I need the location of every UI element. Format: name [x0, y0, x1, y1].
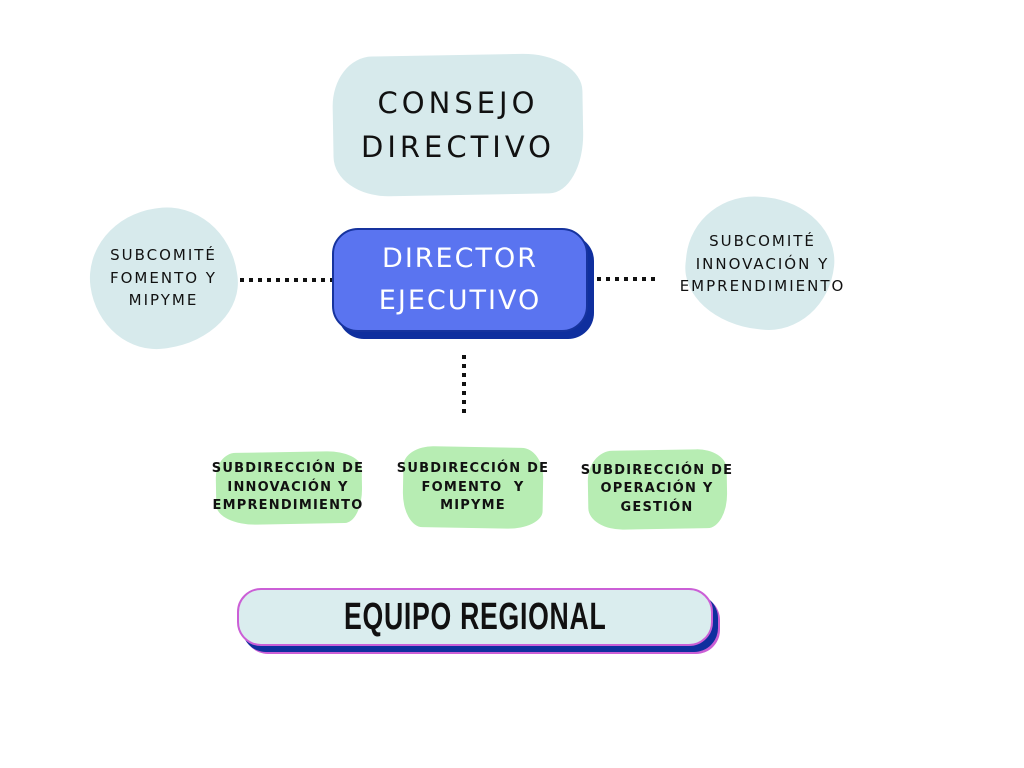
subdireccion-operacion-label-line2: OPERACIÓN Y: [600, 481, 714, 497]
node-subdireccion-operacion-gestion: SUBDIRECCIÓN DE OPERACIÓN Y GESTIÓN: [580, 448, 734, 531]
equipo-regional-label: EQUIPO REGIONAL: [343, 595, 607, 638]
connector-director-to-subcomite-fomento: [240, 278, 332, 282]
subdireccion-fomento-label-line2: FOMENTO Y: [421, 479, 525, 495]
consejo-directivo-label-line2: DIRECTIVO: [360, 130, 556, 164]
subcomite-innovacion-label-line3: EMPRENDIMIENTO: [679, 277, 846, 296]
node-subdireccion-fomento-mipyme: SUBDIRECCIÓN DE FOMENTO Y MIPYME: [396, 445, 550, 530]
subdireccion-operacion-label-line3: GESTIÓN: [620, 499, 694, 515]
subdireccion-fomento-label-line1: SUBDIRECCIÓN DE: [396, 461, 550, 477]
node-consejo-directivo: CONSEJO DIRECTIVO: [331, 52, 585, 198]
node-equipo-regional: EQUIPO REGIONAL: [237, 588, 713, 646]
subdireccion-innovacion-label-line2: INNOVACIÓN Y: [227, 479, 349, 495]
subdireccion-operacion-label-line1: SUBDIRECCIÓN DE: [580, 462, 734, 478]
subdireccion-innovacion-label-line1: SUBDIRECCIÓN DE: [211, 461, 365, 477]
director-ejecutivo-label-line1: DIRECTOR: [382, 243, 538, 274]
subcomite-innovacion-label-line1: SUBCOMITÉ: [709, 232, 816, 251]
node-subcomite-fomento-mipyme: SUBCOMITÉ FOMENTO Y MIPYME: [80, 198, 247, 358]
consejo-directivo-label-line1: CONSEJO: [377, 86, 539, 120]
subcomite-innovacion-label-line2: INNOVACIÓN Y: [695, 254, 830, 273]
node-subcomite-innovacion-emprendimiento: SUBCOMITÉ INNOVACIÓN Y EMPRENDIMIENTO: [670, 189, 855, 337]
node-director-ejecutivo: DIRECTOR EJECUTIVO: [332, 228, 588, 332]
subdireccion-innovacion-label-line3: EMPRENDIMIENTO: [212, 498, 364, 514]
director-ejecutivo-label-line2: EJECUTIVO: [378, 285, 542, 316]
connector-director-to-subdirecciones: [462, 355, 466, 413]
subcomite-fomento-label-line2: FOMENTO Y: [110, 268, 217, 287]
connector-director-to-subcomite-innovacion: [597, 277, 657, 281]
subcomite-fomento-label-line3: MIPYME: [128, 291, 199, 310]
subcomite-fomento-label-line1: SUBCOMITÉ: [110, 246, 217, 265]
node-subdireccion-innovacion-emprendimiento: SUBDIRECCIÓN DE INNOVACIÓN Y EMPRENDIMIE…: [210, 450, 366, 526]
subdireccion-fomento-label-line3: MIPYME: [440, 498, 506, 514]
